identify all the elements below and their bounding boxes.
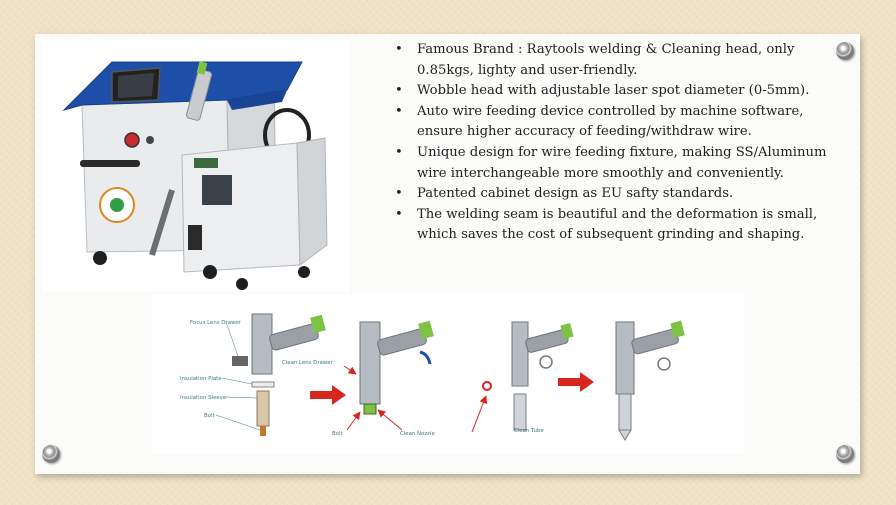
welding-head-1 <box>232 313 326 436</box>
red-arrow-2 <box>558 372 594 392</box>
push-pin-icon <box>836 445 854 463</box>
feature-text: Famous Brand : Raytools welding & Cleani… <box>417 42 795 78</box>
label-clean-nozzle: Clean Nozzle <box>400 431 435 437</box>
laser-welding-machine-image <box>42 40 350 292</box>
label-insulation-sleeve: Insulation Sleeve <box>180 395 227 401</box>
feature-text: Wobble head with adjustable laser spot d… <box>417 83 810 99</box>
label-focus-lens-drawer: Focus Lens Drawer <box>190 320 242 326</box>
feature-text: Auto wire feeding device controlled by m… <box>417 103 804 140</box>
bullet-marker: • <box>395 42 403 57</box>
feature-item: • The welding seam is beautiful and the d… <box>392 205 842 246</box>
bullet-marker: • <box>395 83 403 99</box>
feature-item: • Famous Brand : Raytools welding & Clean… <box>392 40 842 81</box>
welding-head-2 <box>359 320 434 415</box>
feature-item: • Auto wire feeding device controlled by … <box>392 102 842 143</box>
feature-item: • Patented cabinet design as EU safty sta… <box>392 184 842 205</box>
red-arrow-1 <box>310 385 346 405</box>
label-insulation-plate: Insulation Plate <box>180 376 222 382</box>
label-clean-lens-drawer: Clean Lens Drawer <box>282 360 334 366</box>
bullet-marker: • <box>395 186 403 202</box>
label-bolt-2: Bolt <box>332 431 343 437</box>
push-pin-icon <box>42 445 60 463</box>
bullet-marker: • <box>395 103 403 119</box>
welding-head-3 <box>482 321 574 431</box>
feature-item: • Unique design for wire feeding fixture,… <box>392 143 842 184</box>
feature-text: Patented cabinet design as EU safty stan… <box>417 186 734 202</box>
bullet-marker: • <box>395 206 403 222</box>
feature-item: • Wobble head with adjustable laser spot … <box>392 81 842 102</box>
welding-head-4 <box>615 320 685 441</box>
label-clean-tube: Clean Tube <box>514 428 544 434</box>
welding-head-diagram: Focus Lens Drawer Insulation Plate Insul… <box>152 294 744 454</box>
bullet-marker: • <box>395 144 403 160</box>
feature-text: Unique design for wire feeding fixture, … <box>417 144 827 181</box>
label-bolt-1: Bolt <box>204 413 215 419</box>
push-pin-icon <box>836 42 854 60</box>
feature-list: • Famous Brand : Raytools welding & Clean… <box>392 40 842 246</box>
feature-text: The welding seam is beautiful and the de… <box>417 206 818 243</box>
